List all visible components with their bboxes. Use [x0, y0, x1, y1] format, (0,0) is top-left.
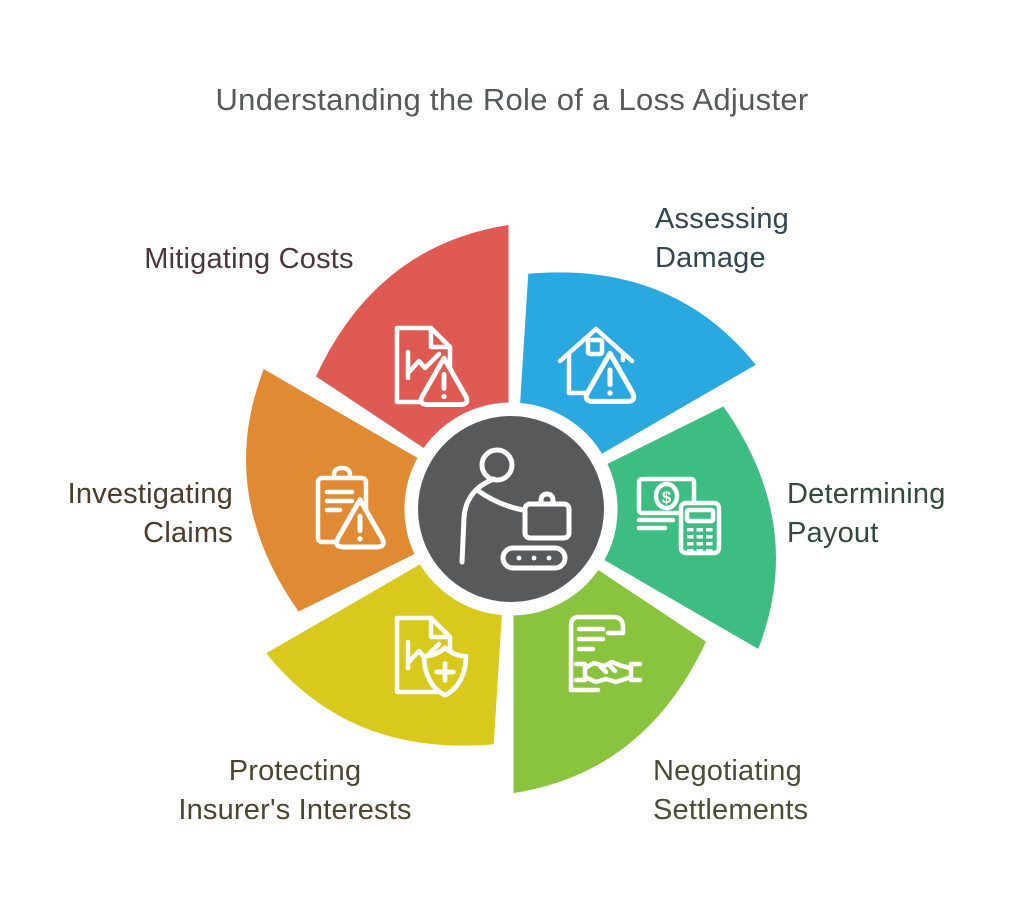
segment-protecting-insurers-interests-shape [260, 558, 507, 751]
segment-label-negotiating-settlements: Negotiating Settlements [653, 755, 809, 826]
contract-handshake-icon [568, 614, 643, 693]
house-warning-icon [557, 326, 634, 401]
report-warning-icon [394, 325, 467, 405]
segment-label-protecting-insurers-interests: Protecting Insurer's Interests [178, 755, 412, 826]
segment-assessing-damage-shape [515, 267, 762, 460]
segment-label-mitigating-costs: Mitigating Costs [144, 243, 354, 275]
segment-label-assessing-damage: Assessing Damage [655, 203, 789, 274]
money-calculator-icon: $ [636, 476, 722, 556]
page-title: Understanding the Role of a Loss Adjuste… [215, 82, 809, 117]
clipboard-warning-icon [315, 465, 383, 547]
segment-label-investigating-claims: Investigating Claims [67, 478, 233, 549]
loss-adjuster-baggage-icon [459, 447, 572, 571]
segment-label-determining-payout: Determining Payout [787, 478, 946, 549]
svg-text:$: $ [662, 488, 672, 507]
document-shield-icon [394, 615, 469, 698]
